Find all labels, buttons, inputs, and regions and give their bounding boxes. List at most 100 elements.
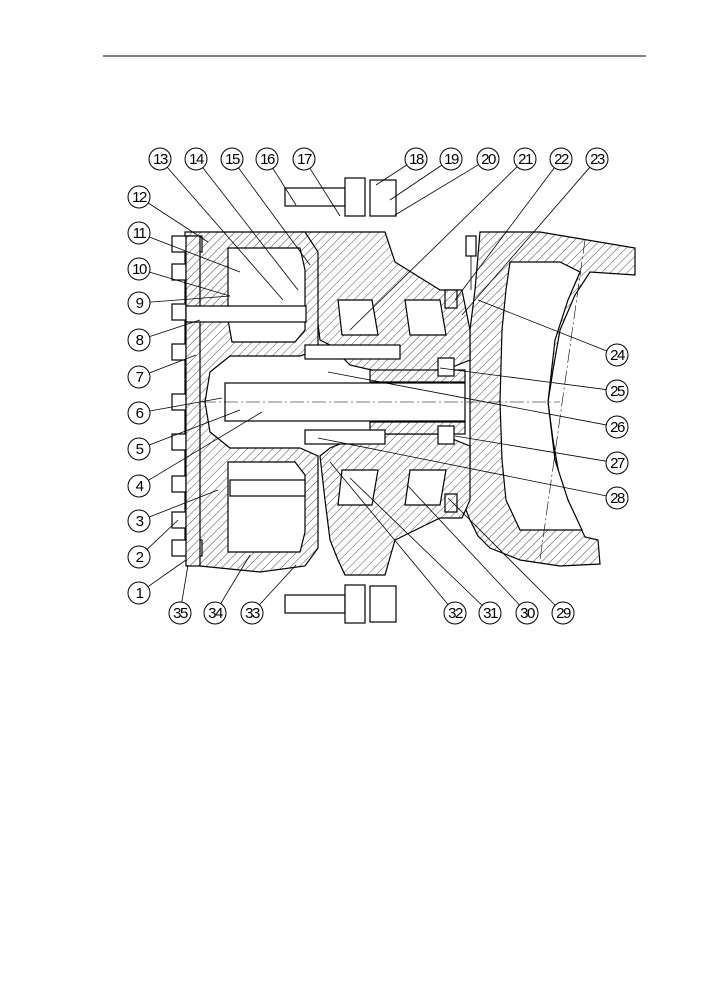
leader-line-35: [181, 564, 189, 603]
callout-circle-11: [127, 221, 151, 245]
callout-label: 22: [554, 151, 569, 168]
leader-line-4: [148, 411, 263, 481]
hub-bolt-bottom: [304, 429, 386, 445]
leader-line-10: [149, 271, 231, 297]
callout-label: 18: [409, 151, 424, 168]
leader-line-16: [272, 168, 297, 206]
callout-circle-18: [404, 147, 428, 171]
bearing-top-right: [404, 299, 447, 336]
callout-circle-14: [184, 147, 208, 171]
leader-line-1: [147, 559, 187, 588]
callout-label: 10: [132, 261, 147, 278]
planet-pin-top: [185, 305, 307, 323]
leader-line-15: [238, 167, 311, 266]
callout-label: 6: [136, 405, 144, 422]
callout-label: 11: [133, 225, 147, 242]
leader-line-23: [461, 167, 591, 316]
leader-line-19: [389, 164, 443, 201]
seal-bottom: [444, 493, 458, 513]
inner-seal-bottom: [437, 425, 455, 445]
callout-circle-16: [255, 147, 279, 171]
callout-circle-23: [585, 147, 609, 171]
carrier-gear-cavity-bottom: [227, 461, 306, 553]
mount-nut-top: [369, 179, 397, 217]
carrier-gear-cavity-top: [227, 247, 306, 343]
callout-label: 2: [136, 549, 144, 566]
callout-circle-30: [515, 601, 539, 625]
callout-circle-15: [220, 147, 244, 171]
callout-circle-7: [127, 365, 151, 389]
leader-line-26: [327, 371, 607, 426]
leader-line-18: [375, 164, 407, 186]
callout-label: 5: [136, 441, 144, 458]
planet-pin-bottom: [229, 479, 306, 497]
callout-circle-5: [127, 437, 151, 461]
leader-line-20: [394, 164, 479, 216]
callout-circle-17: [292, 147, 316, 171]
leader-line-5: [149, 409, 241, 446]
leader-line-3: [149, 489, 219, 518]
bearing-bottom-left: [337, 469, 379, 506]
callout-circle-26: [605, 415, 629, 439]
callout-circle-3: [127, 509, 151, 533]
callout-circle-25: [605, 379, 629, 403]
callout-circle-32: [443, 601, 467, 625]
leader-line-8: [149, 319, 201, 337]
leader-line-9: [149, 295, 231, 303]
seal-top: [444, 289, 458, 309]
callout-label: 35: [173, 605, 188, 622]
leader-line-30: [407, 485, 520, 606]
callout-circle-4: [127, 474, 151, 498]
mount-bolt-top-head: [344, 177, 366, 217]
callout-circle-10: [127, 257, 151, 281]
mount-bolt-top: [284, 187, 346, 207]
callout-label: 12: [132, 189, 147, 206]
leader-line-29: [447, 497, 556, 606]
callout-circle-35: [168, 601, 192, 625]
end-cover: [185, 235, 201, 567]
callout-label: 13: [153, 151, 168, 168]
leader-line-32: [329, 461, 449, 605]
leader-line-17: [309, 168, 341, 217]
callout-label: 31: [483, 605, 498, 622]
callout-label: 21: [518, 151, 533, 168]
callout-circle-13: [148, 147, 172, 171]
callout-circle-22: [549, 147, 573, 171]
mount-nut-bottom: [369, 585, 397, 623]
callout-circle-21: [513, 147, 537, 171]
leader-line-7: [149, 354, 197, 374]
callout-circle-34: [203, 601, 227, 625]
leader-line-2: [146, 519, 179, 550]
callout-circle-19: [439, 147, 463, 171]
callout-circle-8: [127, 328, 151, 352]
flange-center-line: [539, 239, 586, 561]
leader-line-28: [317, 437, 607, 497]
leader-line-11: [149, 236, 241, 273]
callout-label: 20: [481, 151, 496, 168]
callout-circle-28: [605, 486, 629, 510]
mount-bolt-bottom-head: [344, 584, 366, 624]
callout-circle-12: [127, 185, 151, 209]
callout-label: 23: [590, 151, 605, 168]
callout-label: 15: [225, 151, 240, 168]
flange-window-top: [499, 261, 583, 531]
grease-fitting: [465, 235, 477, 257]
callout-circle-2: [127, 545, 151, 569]
callout-label: 32: [448, 605, 463, 622]
leader-line-6: [149, 397, 223, 412]
callout-label: 9: [136, 295, 144, 312]
leader-line-33: [259, 564, 297, 606]
callout-label: 30: [520, 605, 535, 622]
leader-line-24: [477, 299, 607, 352]
callout-circle-1: [127, 581, 151, 605]
leader-line-34: [220, 554, 251, 604]
callout-circle-24: [605, 343, 629, 367]
callout-label: 27: [610, 455, 625, 472]
callout-circle-6: [127, 401, 151, 425]
callout-label: 34: [208, 605, 223, 622]
callout-label: 29: [556, 605, 571, 622]
callout-circle-31: [478, 601, 502, 625]
